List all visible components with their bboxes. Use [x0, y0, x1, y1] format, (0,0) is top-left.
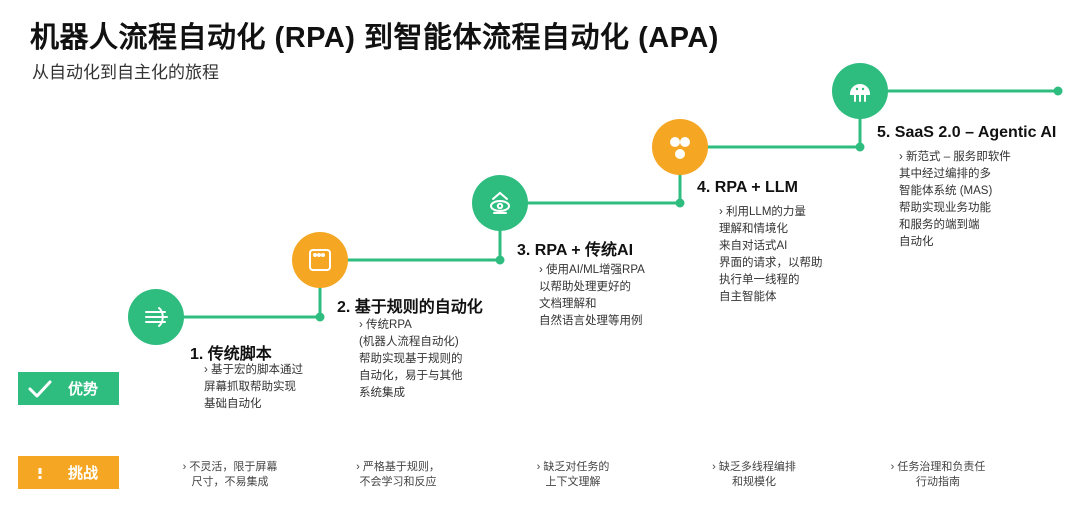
step-5-title: 5. SaaS 2.0 – Agentic AI — [877, 124, 1057, 141]
ai-eye-icon — [490, 191, 510, 214]
step-4-circle — [652, 119, 708, 175]
script-lines-icon — [145, 307, 168, 327]
step-2-circle — [292, 232, 348, 288]
step-3-challenge: › 缺乏对任务的上下文理解 — [536, 461, 610, 488]
step-4-challenge: › 缺乏多线程编排和规模化 — [712, 461, 796, 488]
step-1-title: 1. 传统脚本 — [190, 346, 272, 363]
step-1-advantage: › 基于宏的脚本通过屏幕抓取帮助实现基础自动化 — [204, 364, 304, 410]
step-2-challenge: › 严格基于规则，不会学习和反应 — [356, 461, 440, 488]
step-1-circle — [128, 289, 184, 345]
connector-dot — [315, 312, 325, 322]
challenge-tag: 挑战 — [18, 456, 119, 489]
connector-dot — [675, 198, 685, 208]
checkmark-icon — [28, 380, 52, 397]
window-icon — [309, 249, 331, 271]
page-title: 机器人流程自动化 (RPA) 到智能体流程自动化 (APA) — [30, 22, 719, 54]
advantage-label: 优势 — [68, 381, 99, 398]
connector-dot — [1053, 86, 1063, 96]
robot-icon — [849, 84, 871, 102]
step-5-challenge: › 任务治理和负责任行动指南 — [890, 461, 986, 488]
step-4-title: 4. RPA + LLM — [697, 179, 798, 196]
step-3-circle — [472, 175, 528, 231]
network-nodes-icon — [670, 137, 690, 159]
exclamation-icon — [38, 467, 42, 479]
step-5-circle — [832, 63, 888, 119]
page-subtitle: 从自动化到自主化的旅程 — [32, 63, 219, 82]
step-3-title: 3. RPA + 传统AI — [517, 242, 634, 259]
advantage-tag: 优势 — [18, 372, 119, 405]
step-5-advantage: › 新范式 – 服务即软件其中经过编排的多智能体系统 (MAS)帮助实现业务功能… — [899, 151, 1011, 248]
step-1-challenge: › 不灵活，限于屏幕尺寸，不易集成 — [182, 461, 278, 488]
connector-dot — [855, 142, 865, 152]
connector-dot — [495, 255, 505, 265]
step-2-advantage: › 传统RPA(机器人流程自动化)帮助实现基于规则的自动化，易于与其他系统集成 — [359, 319, 463, 399]
challenge-label: 挑战 — [68, 465, 99, 482]
step-2-title: 2. 基于规则的自动化 — [337, 299, 483, 316]
